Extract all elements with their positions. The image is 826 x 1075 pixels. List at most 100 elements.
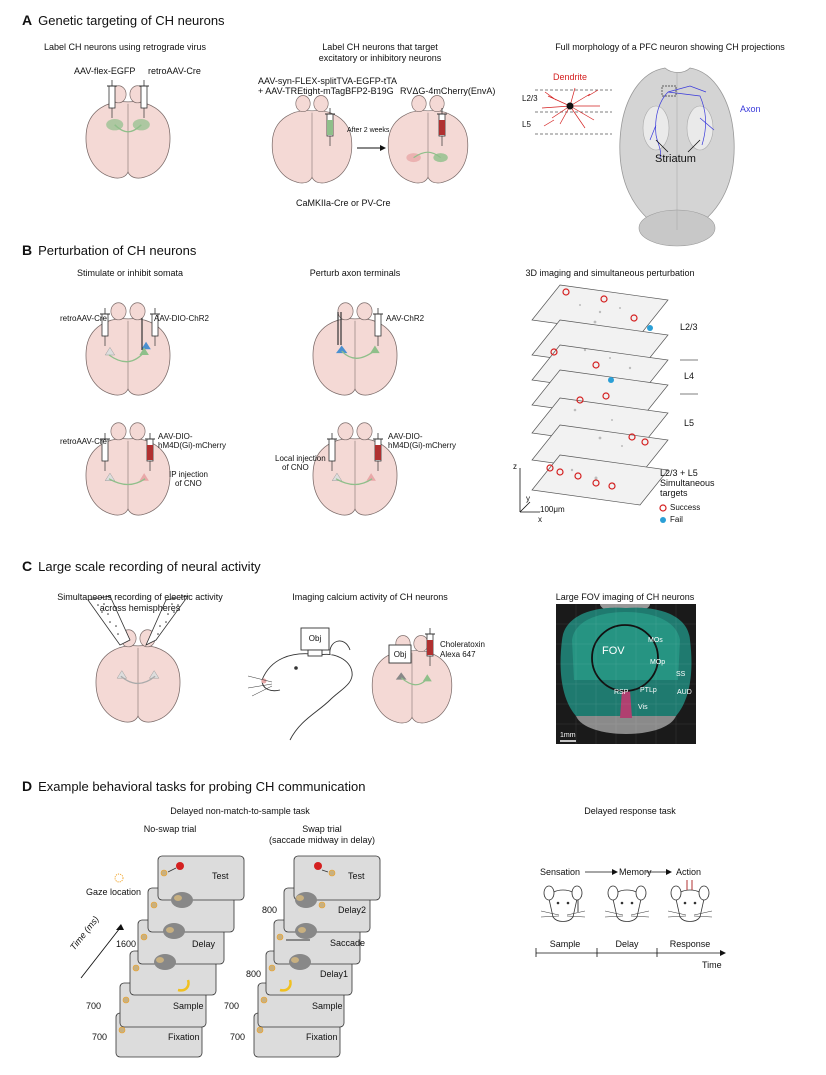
ns-t1600: 1600 (116, 939, 137, 949)
c1-heading1: Simultaneous recording of electric activ… (57, 592, 223, 602)
a2-line: CaMKIIa-Cre or PV-Cre (296, 198, 391, 208)
a1-heading: Label CH neurons using retrograde virus (43, 42, 207, 52)
time-arrow (80, 924, 124, 979)
c3-heading: Large FOV imaging of CH neurons (555, 592, 695, 602)
b1-ip2: of CNO (175, 479, 202, 488)
d-gaze: Gaze location (86, 887, 142, 897)
c3-aud: AUD (677, 689, 692, 696)
c3-rsp: RSP (614, 689, 629, 696)
d-noswap: No-swap trial (143, 824, 197, 834)
b3-scale: 100μm (540, 505, 565, 514)
a3-l23: L2/3 (522, 94, 538, 103)
ns-t700a: 700 (86, 1001, 102, 1011)
b2-v2b: hM4D(Gi)-mCherry (388, 441, 456, 450)
c2-tracer1: Choleratoxin (440, 640, 485, 649)
b1-v4a: AAV-DIO- (158, 432, 193, 441)
syringe-a2-left (324, 107, 336, 147)
brain-b1-top (85, 302, 171, 396)
a2-virus3: RVΔG-4mCherry(EnvA) (400, 86, 496, 96)
d-swap1: Swap trial (302, 824, 342, 834)
syringe-a2-right (436, 107, 448, 147)
a2-after: After 2 weeks (347, 127, 390, 134)
drt-diagram (535, 869, 726, 957)
sw-t800a: 800 (262, 905, 278, 915)
brain-a2-right (387, 95, 469, 184)
c3-ptlp: PTLp (640, 687, 657, 694)
d-dnms: Delayed non-match-to-sample task (170, 806, 310, 816)
b3-ax-y: y (526, 494, 530, 503)
gaze-icon (114, 873, 124, 883)
drt-delay: Delay (615, 939, 639, 949)
mouse-side (247, 627, 353, 741)
a1-virus2: retroAAV-Cre (148, 66, 201, 76)
swap-cards (253, 855, 381, 1058)
a2-heading2: excitatory or inhibitory neurons (318, 53, 442, 63)
brain-a2-left (271, 95, 353, 184)
c2-obj2: Obj (393, 650, 407, 659)
b2-v2a: AAV-DIO- (388, 432, 423, 441)
sw-test: Test (348, 871, 365, 881)
a3-striatum: Striatum (655, 153, 696, 165)
sw-saccade: Saccade (330, 938, 366, 948)
arrow-after-2weeks (357, 145, 386, 151)
b1-v1: retroAAV-Cre (60, 314, 107, 323)
a3-l5: L5 (522, 120, 531, 129)
a2-virus2: + AAV-TREtight-mTagBFP2-B19G (258, 86, 394, 96)
imaging-stack (519, 284, 698, 523)
b3-ax-z: z (513, 462, 517, 471)
b3-ax-x: x (538, 515, 542, 524)
c3-vis: Vis (638, 704, 648, 711)
b1-v4b: hM4D(Gi)-mCherry (158, 441, 226, 450)
drt-sensation: Sensation (540, 867, 581, 877)
c3-mop: MOp (650, 659, 666, 666)
sw-delay1: Delay1 (320, 969, 349, 979)
a3-dendrite: Dendrite (553, 72, 588, 82)
b3-heading: 3D imaging and simultaneous perturbation (525, 268, 695, 278)
a1-virus1: AAV-flex-EGFP (74, 66, 136, 76)
c2-tracer2: Alexa 647 (440, 650, 476, 659)
brain-c2 (371, 635, 453, 724)
drt-time: Time (702, 960, 722, 970)
b1-heading: Stimulate or inhibit somata (76, 268, 184, 278)
syringe-b2-3 (372, 432, 384, 472)
c3-fov: FOV (602, 645, 625, 657)
brain-b2-bottom (312, 422, 398, 516)
drt-sample: Sample (549, 939, 581, 949)
b1-ip1: IP injection (169, 470, 208, 479)
drt-title: Delayed response task (584, 806, 676, 816)
b3-l4: L4 (684, 371, 695, 381)
b3-combo: L2/3 + L5 (660, 468, 698, 478)
noswap-cards (115, 855, 245, 1058)
d-swap2: (saccade midway in delay) (268, 835, 376, 845)
sw-t800b: 800 (246, 969, 262, 979)
c3-scale: 1mm (560, 732, 576, 739)
dendrite-panel (535, 87, 612, 135)
syringe-b1-4 (144, 432, 156, 472)
b3-fail: Fail (670, 515, 683, 524)
b2-heading: Perturb axon terminals (309, 268, 401, 278)
c3-ss: SS (676, 671, 686, 678)
sw-t700a: 700 (224, 1001, 240, 1011)
objective-2 (388, 644, 412, 664)
b3-success: Success (670, 503, 701, 512)
brain-a1 (85, 85, 171, 179)
b1-v3: retroAAV-Cre (60, 437, 107, 446)
c2-obj1: Obj (308, 634, 322, 643)
fov-image (556, 604, 696, 744)
b2-loc1: Local injection (275, 454, 326, 463)
ns-t700b: 700 (92, 1032, 108, 1042)
sw-fixation: Fixation (306, 1032, 338, 1042)
brain-c1 (95, 629, 181, 723)
b1-v2: AAV-DIO-ChR2 (154, 314, 209, 323)
sw-t700b: 700 (230, 1032, 246, 1042)
a3-axon: Axon (740, 104, 761, 114)
a3-heading: Full morphology of a PFC neuron showing … (555, 42, 785, 52)
electrode-arrays (87, 595, 189, 646)
b2-loc2: of CNO (282, 463, 309, 472)
a2-heading1: Label CH neurons that target (322, 42, 438, 52)
brain-b2-top (312, 302, 398, 396)
